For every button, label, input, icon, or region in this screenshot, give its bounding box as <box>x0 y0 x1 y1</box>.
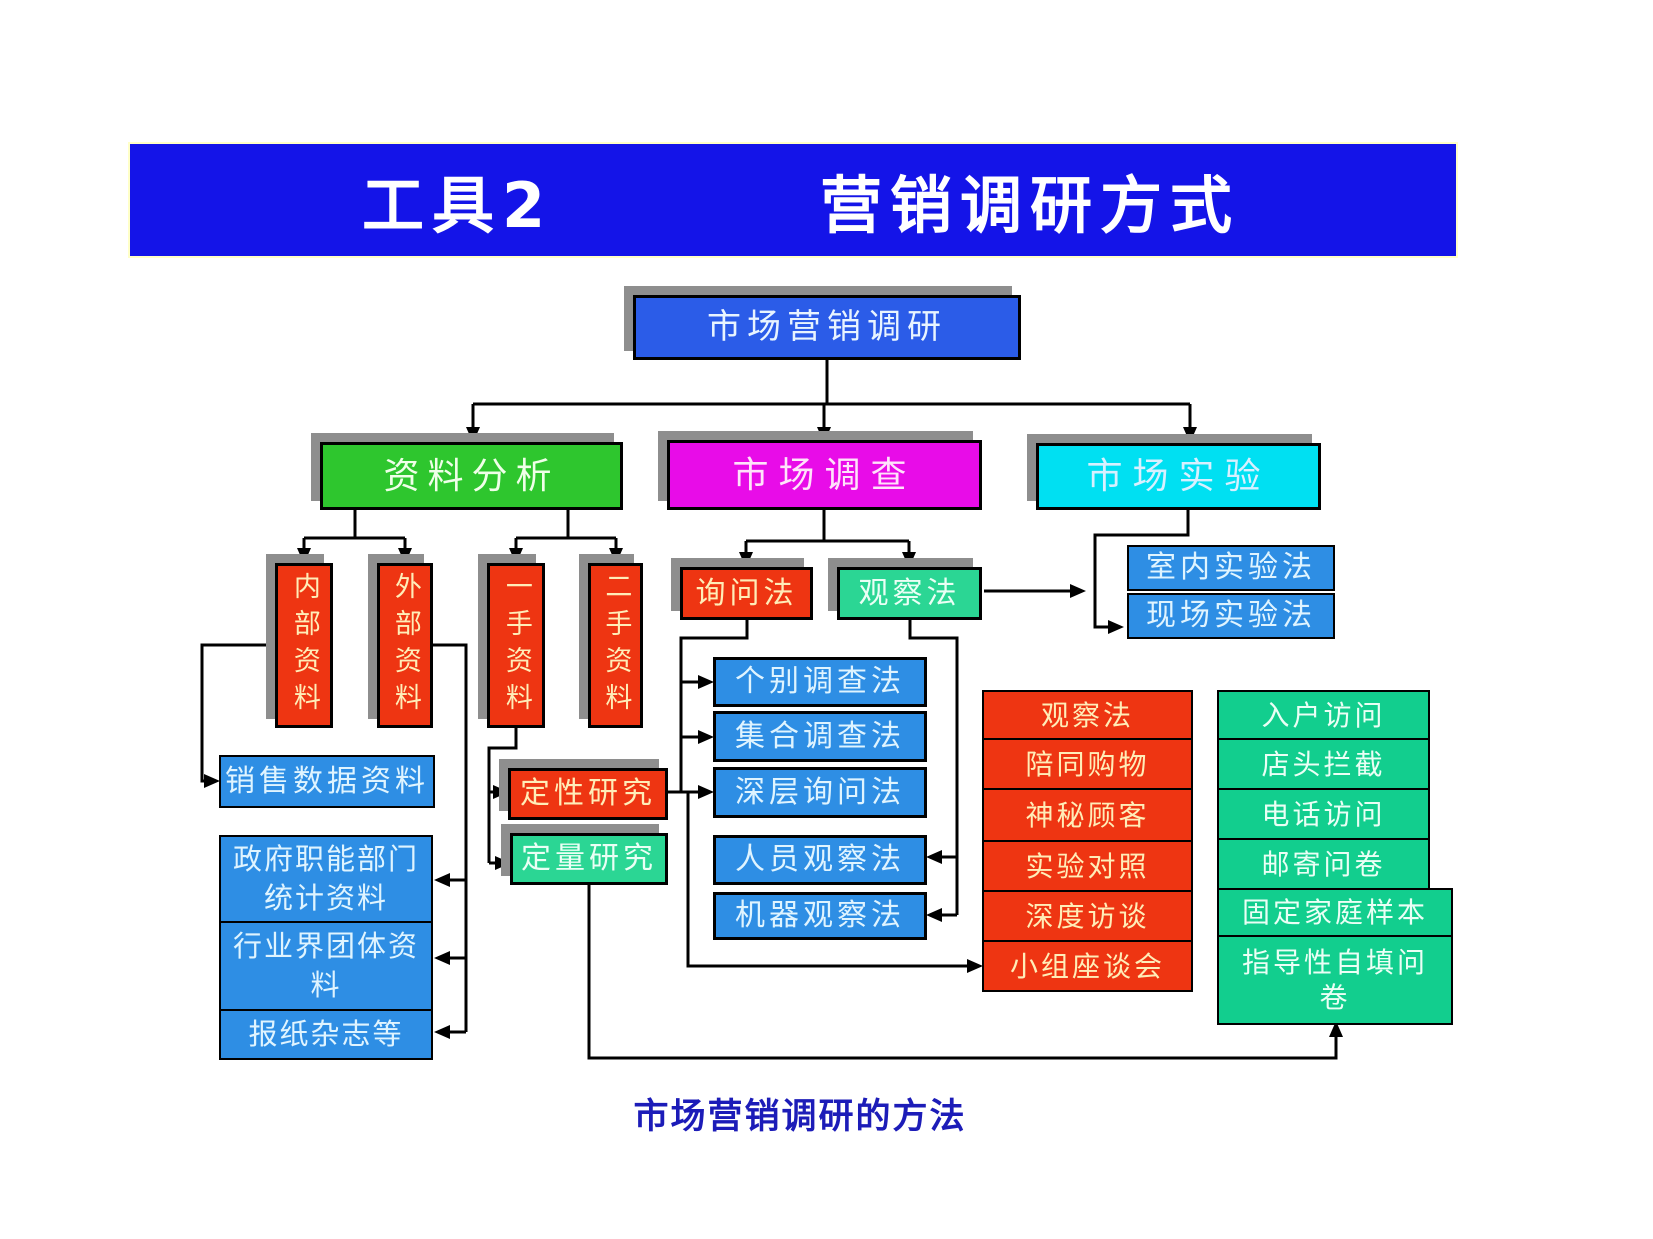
node-industry-association-data: 行业界团体资料 <box>219 921 433 1011</box>
node-deep-inquiry: 深层询问法 <box>713 767 927 818</box>
node-fixed-household-sample: 固定家庭样本 <box>1217 888 1453 937</box>
node-external-data: 外部资料 <box>377 563 433 728</box>
bottom-caption: 市场营销调研的方法 <box>633 1097 967 1137</box>
node-qual-observation: 观察法 <box>982 690 1193 740</box>
title-main-label: 营销调研方式 <box>820 169 1241 242</box>
node-door-to-door-interview: 入户访问 <box>1217 690 1430 740</box>
node-store-intercept: 店头拦截 <box>1217 738 1430 790</box>
node-telephone-interview: 电话访问 <box>1217 788 1430 840</box>
node-sales-data: 销售数据资料 <box>219 755 435 808</box>
node-secondary-data: 二手资料 <box>588 563 643 728</box>
node-observation-method: 观察法 <box>837 567 982 620</box>
node-data-analysis: 资料分析 <box>320 442 623 510</box>
node-focus-group: 小组座谈会 <box>982 940 1193 992</box>
node-primary-data: 一手资料 <box>487 563 545 728</box>
node-newspapers-magazines: 报纸杂志等 <box>219 1009 433 1060</box>
node-experiment-control: 实验对照 <box>982 840 1193 892</box>
node-human-observation: 人员观察法 <box>713 835 927 885</box>
title-tool-label: 工具2 <box>362 169 554 242</box>
node-accompanied-shopping: 陪同购物 <box>982 738 1193 790</box>
node-government-statistics: 政府职能部门统计资料 <box>219 835 433 923</box>
node-market-survey: 市场调查 <box>667 440 982 510</box>
node-group-survey: 集合调查法 <box>713 711 927 762</box>
node-individual-survey: 个别调查法 <box>713 657 927 707</box>
node-mail-questionnaire: 邮寄问卷 <box>1217 838 1430 890</box>
node-market-experiment: 市场实验 <box>1036 443 1321 510</box>
node-guided-self-questionnaire: 指导性自填问卷 <box>1217 935 1453 1025</box>
node-indoor-experiment: 室内实验法 <box>1127 545 1335 591</box>
title-banner: 工具2 营销调研方式 <box>128 142 1458 258</box>
node-qualitative-research: 定性研究 <box>508 768 668 820</box>
node-inquiry-method: 询问法 <box>680 567 813 620</box>
node-mystery-customer: 神秘顾客 <box>982 788 1193 842</box>
node-internal-data: 内部资料 <box>275 563 333 728</box>
node-machine-observation: 机器观察法 <box>713 892 927 940</box>
node-depth-interview: 深度访谈 <box>982 890 1193 942</box>
node-field-experiment: 现场实验法 <box>1127 593 1335 639</box>
node-quantitative-research: 定量研究 <box>510 833 668 885</box>
node-marketing-research: 市场营销调研 <box>633 295 1021 360</box>
